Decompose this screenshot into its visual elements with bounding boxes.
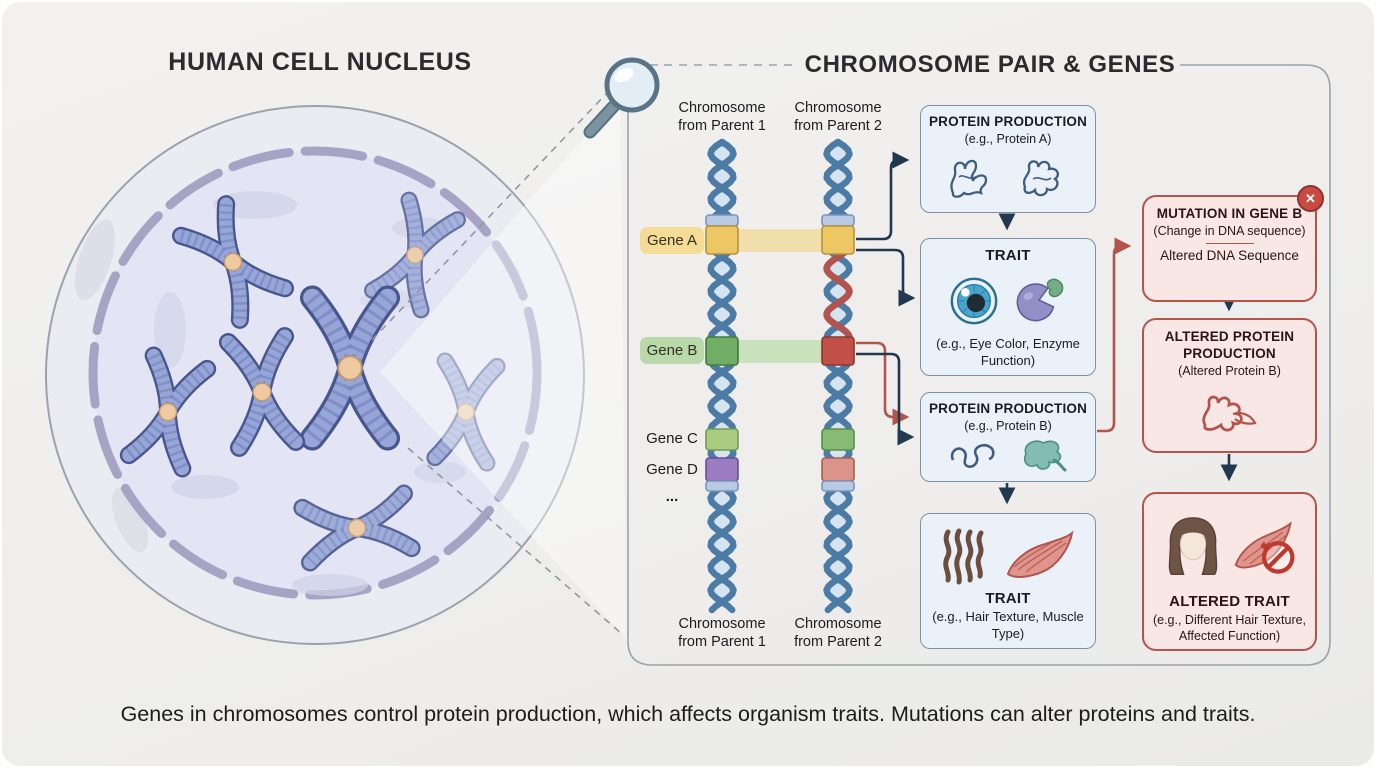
chromosome-icon (218, 327, 306, 457)
protein-production-a-box: PROTEIN PRODUCTION (e.g., Protein A) (920, 105, 1096, 213)
chromosome-icon (299, 285, 401, 451)
enzyme-icon (1016, 278, 1064, 322)
gene-a-label: Gene A (640, 227, 704, 254)
hair-icon (943, 528, 984, 585)
box-title: MUTATION IN GENE B (1156, 206, 1303, 221)
chromosome-parent2-label-bottom: Chromosome from Parent 2 (794, 616, 882, 650)
chromosome-parent2-label-top: Chromosome from Parent 2 (794, 100, 882, 134)
protein-icon (1022, 160, 1059, 197)
left-section-title: HUMAN CELL NUCLEUS (168, 48, 472, 76)
dna-helix-icon (707, 138, 737, 614)
chromosome-icon (293, 484, 421, 572)
protein-icon (950, 443, 995, 469)
chromosome-icon (119, 346, 217, 478)
divider (1205, 243, 1254, 245)
box-title: PROTEIN PRODUCTION (928, 114, 1088, 129)
box-subtitle: (e.g., Protein A) (964, 131, 1052, 146)
dna-helix-icon (823, 138, 853, 614)
muscle-icon (1006, 530, 1074, 579)
close-icon: ✕ (1297, 185, 1324, 212)
box-subtitle: (e.g., Hair Texture, Muscle Type) (932, 609, 1084, 642)
cell-nucleus-icon (45, 93, 626, 645)
mutated-dna-strand (823, 248, 853, 344)
altered-protein-icon (1201, 395, 1257, 431)
gene-ellipsis-label: ... (665, 488, 679, 505)
muscle-no-symbol-icon (1234, 520, 1294, 574)
woman-hair-icon (1168, 517, 1217, 575)
box-subtitle: (e.g., Eye Color, Enzyme Function) (936, 336, 1080, 369)
gene-bands (705, 214, 855, 492)
chromosome-icon (171, 195, 295, 329)
protein-production-b-box: PROTEIN PRODUCTION (e.g., Protein B) (920, 392, 1096, 482)
altered-trait-box: ALTERED TRAIT (e.g., Different Hair Text… (1142, 492, 1317, 651)
magnifier-icon (583, 57, 660, 139)
box-title: PROTEIN PRODUCTION (928, 401, 1088, 416)
protein-icon (1023, 440, 1067, 472)
box-title: ALTERED PROTEIN PRODUCTION (1164, 329, 1295, 361)
box-note: Altered DNA Sequence (1160, 248, 1299, 264)
box-subtitle: (e.g., Protein B) (964, 418, 1052, 433)
trait-box-2: TRAIT (e.g., Hair Texture, Muscle Type) (920, 513, 1096, 649)
eye-icon (950, 277, 998, 325)
flow-arrows (856, 151, 1238, 505)
protein-icon (950, 159, 988, 198)
chromosome-icon (364, 191, 466, 319)
mutation-in-gene-b-box: ✕ MUTATION IN GENE B (Change in DNA sequ… (1142, 185, 1324, 302)
box-subtitle: (Altered Protein B) (1178, 363, 1281, 378)
box-title: TRAIT (985, 590, 1031, 608)
gene-b-label: Gene B (640, 337, 704, 364)
chromosome-parent1-label-bottom: Chromosome from Parent 1 (678, 616, 766, 650)
box-subtitle: (e.g., Different Hair Texture, Affected … (1152, 612, 1307, 643)
gene-d-label: Gene D (646, 461, 698, 478)
gene-c-label: Gene C (646, 430, 698, 447)
altered-protein-production-box: ALTERED PROTEIN PRODUCTION (Altered Prot… (1142, 318, 1317, 453)
box-title: TRAIT (985, 247, 1031, 264)
box-subtitle: (Change in DNA sequence) (1153, 223, 1306, 238)
box-title: ALTERED TRAIT (1169, 592, 1290, 610)
chromosome-icon (426, 352, 506, 472)
caption: Genes in chromosomes control protein pro… (120, 702, 1256, 726)
chromosome-parent1-label-top: Chromosome from Parent 1 (678, 100, 766, 134)
right-section-title: CHROMOSOME PAIR & GENES (804, 51, 1176, 78)
trait-box-1: TRAIT (e.g., Eye Color, Enzyme Fu (920, 238, 1096, 376)
